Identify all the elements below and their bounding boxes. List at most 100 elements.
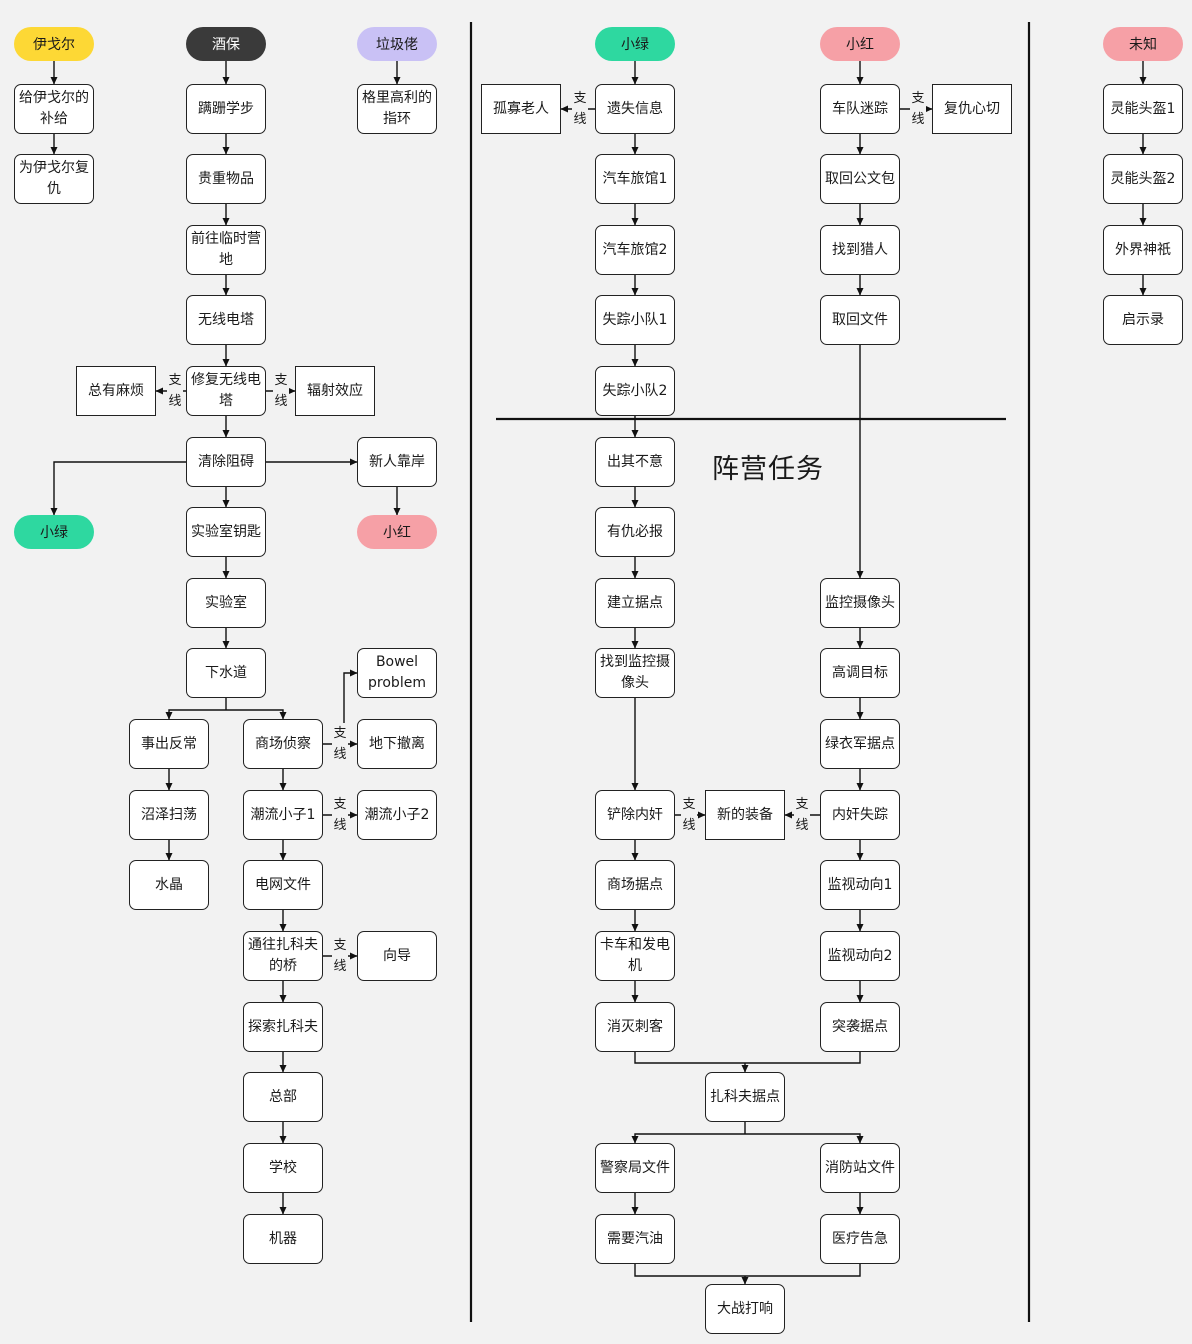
node-newcomer[interactable]: 新人靠岸 (357, 437, 437, 487)
node-swamp[interactable]: 沼泽扫荡 (129, 790, 209, 840)
node-label: 下水道 (205, 664, 247, 681)
node-trend1[interactable]: 潮流小子1 (243, 790, 323, 840)
node-file[interactable]: 取回文件 (820, 295, 900, 345)
node-label: 地下撤离 (369, 735, 425, 752)
pill-green-top[interactable]: 小绿 (595, 27, 675, 61)
node-high-target[interactable]: 高调目标 (820, 648, 900, 698)
node-zakov-base[interactable]: 扎科夫据点 (705, 1072, 785, 1122)
node-guide[interactable]: 向导 (357, 931, 437, 981)
node-new-gear[interactable]: 新的装备 (705, 790, 785, 840)
node-surprise[interactable]: 出其不意 (595, 437, 675, 487)
node-label: 高调目标 (832, 664, 888, 681)
node-mall-recon[interactable]: 商场侦察 (243, 719, 323, 769)
node-assassin[interactable]: 消灭刺客 (595, 1002, 675, 1052)
node-label: 未知 (1129, 37, 1157, 53)
node-underground[interactable]: 地下撤离 (357, 719, 437, 769)
node-label: 绿衣军据点 (825, 735, 895, 752)
node-accident[interactable]: 事出反常 (129, 719, 209, 769)
node-label: 给伊戈尔的补给 (19, 90, 89, 127)
node-monitor2[interactable]: 监视动向2 (820, 931, 900, 981)
node-label: 贵重物品 (198, 170, 254, 187)
node-clear[interactable]: 清除阻碍 (186, 437, 266, 487)
node-grief[interactable]: 格里高利的指环 (357, 84, 437, 134)
node-truck[interactable]: 卡车和发电机 (595, 931, 675, 981)
node-police[interactable]: 警察局文件 (595, 1143, 675, 1193)
node-fuel[interactable]: 需要汽油 (595, 1214, 675, 1264)
node-revelation[interactable]: 启示录 (1103, 295, 1183, 345)
pill-trash[interactable]: 垃圾佬 (357, 27, 437, 61)
node-label: 学校 (269, 1159, 297, 1176)
node-lab[interactable]: 实验室 (186, 578, 266, 628)
node-fire[interactable]: 消防站文件 (820, 1143, 900, 1193)
node-revenge-igor[interactable]: 为伊戈尔复仇 (14, 154, 94, 204)
node-label: 找到猎人 (832, 241, 888, 258)
node-radio[interactable]: 无线电塔 (186, 295, 266, 345)
node-battle[interactable]: 大战打响 (705, 1284, 785, 1334)
node-fix-radio[interactable]: 修复无线电塔 (186, 366, 266, 416)
node-cam[interactable]: 监控摄像头 (820, 578, 900, 628)
node-label: 取回公文包 (825, 170, 895, 187)
node-sewer[interactable]: 下水道 (186, 648, 266, 698)
node-trend2[interactable]: 潮流小子2 (357, 790, 437, 840)
node-medical[interactable]: 医疗告急 (820, 1214, 900, 1264)
node-machine[interactable]: 机器 (243, 1214, 323, 1264)
node-label: 小红 (383, 525, 411, 541)
node-label: 汽车旅馆2 (602, 241, 668, 258)
node-raid[interactable]: 突袭据点 (820, 1002, 900, 1052)
node-valuables[interactable]: 贵重物品 (186, 154, 266, 204)
pill-red-mid[interactable]: 小红 (357, 515, 437, 549)
node-bridge[interactable]: 通往扎科夫的桥 (243, 931, 323, 981)
node-label: 通往扎科夫的桥 (248, 937, 318, 974)
node-find-cam[interactable]: 找到监控摄像头 (595, 648, 675, 698)
branch-label: 支线 (681, 794, 697, 836)
node-helmet1[interactable]: 灵能头盔1 (1103, 84, 1183, 134)
faction-quest-title: 阵营任务 (712, 454, 824, 485)
node-base[interactable]: 建立据点 (595, 578, 675, 628)
node-vendetta[interactable]: 有仇必报 (595, 507, 675, 557)
node-radiation[interactable]: 辐射效应 (295, 366, 375, 416)
node-deity[interactable]: 外界神祇 (1103, 225, 1183, 275)
node-grid[interactable]: 电网文件 (243, 860, 323, 910)
node-motel2[interactable]: 汽车旅馆2 (595, 225, 675, 275)
node-supply[interactable]: 给伊戈尔的补给 (14, 84, 94, 134)
node-monitor1[interactable]: 监视动向1 (820, 860, 900, 910)
node-label: 酒保 (212, 37, 240, 53)
node-briefcase[interactable]: 取回公文包 (820, 154, 900, 204)
node-crystal[interactable]: 水晶 (129, 860, 209, 910)
node-lost-info[interactable]: 遗失信息 (595, 84, 675, 134)
pill-unknown[interactable]: 未知 (1103, 27, 1183, 61)
pill-bartender[interactable]: 酒保 (186, 27, 266, 61)
node-label: 辐射效应 (307, 382, 363, 399)
node-vengeance[interactable]: 复仇心切 (932, 84, 1012, 134)
node-team1[interactable]: 失踪小队1 (595, 295, 675, 345)
node-helmet2[interactable]: 灵能头盔2 (1103, 154, 1183, 204)
node-hunter[interactable]: 找到猎人 (820, 225, 900, 275)
node-bowel[interactable]: Bowel problem (357, 648, 437, 698)
node-school[interactable]: 学校 (243, 1143, 323, 1193)
node-widow[interactable]: 孤寡老人 (481, 84, 561, 134)
node-label: 小绿 (40, 525, 68, 541)
node-motel1[interactable]: 汽车旅馆1 (595, 154, 675, 204)
node-label: 为伊戈尔复仇 (19, 160, 89, 197)
node-stagger[interactable]: 蹒跚学步 (186, 84, 266, 134)
node-mole-gone[interactable]: 内奸失踪 (820, 790, 900, 840)
node-team2[interactable]: 失踪小队2 (595, 366, 675, 416)
node-trouble[interactable]: 总有麻烦 (76, 366, 156, 416)
node-mall-base[interactable]: 商场据点 (595, 860, 675, 910)
node-lab-key[interactable]: 实验室钥匙 (186, 507, 266, 557)
pill-red-top[interactable]: 小红 (820, 27, 900, 61)
node-label: 向导 (383, 947, 411, 964)
node-camp[interactable]: 前往临时营地 (186, 225, 266, 275)
pill-igor[interactable]: 伊戈尔 (14, 27, 94, 61)
node-label: 机器 (269, 1230, 297, 1247)
node-mole-out[interactable]: 铲除内奸 (595, 790, 675, 840)
edge-split-fire (745, 1133, 864, 1144)
pill-green-mid[interactable]: 小绿 (14, 515, 94, 549)
node-explore[interactable]: 探索扎科夫 (243, 1002, 323, 1052)
node-label: 警察局文件 (600, 1159, 670, 1176)
node-hq[interactable]: 总部 (243, 1072, 323, 1122)
node-label: 需要汽油 (607, 1230, 663, 1247)
node-convoy[interactable]: 车队迷踪 (820, 84, 900, 134)
node-green-army[interactable]: 绿衣军据点 (820, 719, 900, 769)
node-label: 垃圾佬 (376, 37, 418, 53)
